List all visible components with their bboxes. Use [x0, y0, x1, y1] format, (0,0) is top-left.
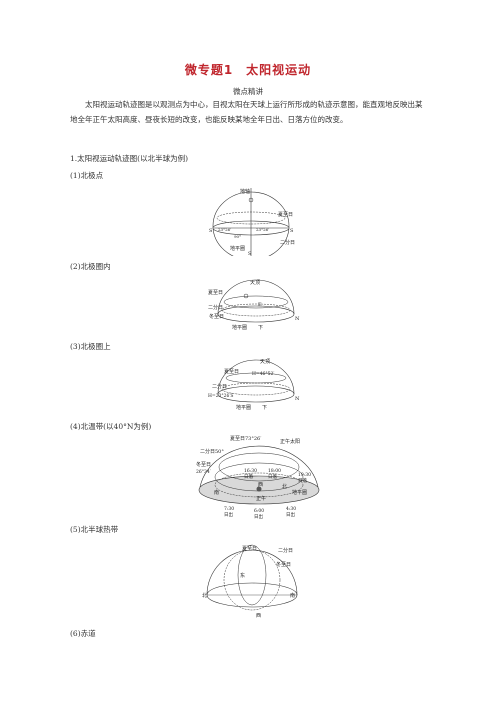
- fig1-ang1: 23°26′: [218, 227, 231, 232]
- fig1-ang2: 23°26′: [256, 227, 269, 232]
- fig5-east: 东: [240, 572, 245, 579]
- fig4-t1-label: 日落: [244, 473, 253, 480]
- fig2-e: E: [258, 302, 262, 308]
- fig2-n: N: [295, 316, 300, 322]
- fig4-summer: 夏至日73°26′: [230, 436, 262, 442]
- fig3-h2: H=23°26′S: [208, 393, 234, 399]
- fig3-summer: 夏至日: [224, 369, 239, 375]
- fig1-right: 90°: [234, 234, 241, 239]
- fig4-t1: 16:30: [244, 468, 257, 474]
- figure-arctic-inside: 天顶 夏至日 二分日 冬至日 地平圈 N E 下: [208, 279, 300, 331]
- fig5-winter: 冬至日: [276, 561, 291, 568]
- fig4-t3-label: 日落: [298, 477, 307, 484]
- fig4-west: 西: [258, 482, 263, 488]
- figure-north-pole: 地轴 夏至日 二分日 23°26′ 23°26′ 90° 地平圈 S S S: [209, 188, 295, 256]
- fig4-b3: 4:30: [286, 506, 296, 512]
- fig3-horizon: 地平圈: [236, 404, 251, 411]
- fig2-summer: 夏至日: [208, 290, 223, 296]
- fig3-n: N: [295, 396, 300, 402]
- fig5-south: 南: [290, 592, 295, 599]
- fig5-west: 西: [256, 613, 261, 619]
- section-equator: (6)赤道: [70, 629, 96, 638]
- fig4-noon: 正午太阳: [280, 438, 300, 445]
- fig4-horizon: 地平圈: [292, 489, 307, 496]
- fig2-equinox: 二分日: [208, 304, 223, 311]
- intro-text: 太阳视运动轨迹图是以观测点为中心，目视太阳在天球上运行所形成的轨迹示意图，能直观…: [70, 100, 423, 124]
- fig4-equinox: 二分日50°: [200, 448, 224, 455]
- fig4-t3: 19:30: [298, 472, 311, 478]
- fig5-equinox: 二分日: [278, 547, 293, 554]
- fig1-equinox: 二分日: [280, 239, 295, 246]
- fig1-s2: S: [290, 228, 294, 234]
- fig2-horizon: 地平圈: [232, 324, 247, 331]
- fig1-horizon: 地平圈: [230, 245, 245, 252]
- fig2-winter: 冬至日: [209, 313, 224, 320]
- fig4-b2-label: 日出: [254, 513, 263, 520]
- fig1-s3: S: [248, 251, 252, 256]
- figure-tropics: 夏至日 二分日 冬至日 东 北 南 西: [202, 544, 298, 619]
- fig4-t2: 18:00: [268, 468, 281, 474]
- fig3-zenith: 天顶: [260, 359, 270, 365]
- fig4-north: 北: [282, 483, 287, 490]
- fig4-winter-ang: 26°34′: [196, 469, 211, 475]
- fig1-summer: 夏至日: [278, 212, 293, 218]
- fig4-b1: 7:30: [224, 506, 234, 512]
- fig4-b1-label: 日出: [224, 511, 233, 518]
- section-arctic-circle: (3)北极圈上: [70, 342, 111, 351]
- section-subtitle: 微点精讲: [233, 87, 263, 96]
- fig1-axis: 地轴: [240, 188, 250, 195]
- section-arctic-inside: (2)北极圈内: [70, 262, 111, 271]
- fig5-summer: 夏至日: [242, 546, 257, 552]
- fig4-t2-label: 日落: [268, 473, 277, 480]
- section-north-pole: (1)北极点: [70, 171, 104, 180]
- figure-temperate: 夏至日73°26′ 正午太阳 二分日50° 冬至日 26°34′ 16:30 日…: [196, 436, 320, 520]
- fig2-down: 下: [258, 325, 263, 331]
- heading-1: 1.太阳视运动轨迹图(以北半球为例): [70, 154, 189, 163]
- fig4-south: 南: [214, 489, 219, 496]
- fig4-b2: 6:00: [254, 508, 264, 514]
- fig4-winter: 冬至日: [196, 461, 211, 468]
- fig1-s1: S: [209, 228, 213, 234]
- fig4-center: 正午: [256, 495, 266, 502]
- fig3-equinox: 二分日: [212, 383, 227, 390]
- section-tropics: (5)北半球热带: [70, 525, 119, 534]
- section-temperate: (4)北温带(以40°N为例): [70, 422, 152, 431]
- intro-paragraph: 太阳视运动轨迹图是以观测点为中心，目视太阳在天球上运行所形成的轨迹示意图，能直观…: [70, 97, 428, 127]
- fig3-h1: H=46°52′: [252, 371, 274, 377]
- fig5-north: 北: [202, 592, 207, 599]
- fig3-down: 下: [262, 405, 267, 411]
- fig2-zenith: 天顶: [250, 280, 260, 286]
- figure-arctic-circle: 天顶 夏至日 H=46°52′ 二分日 H=23°26′S 地平圈 N 下: [208, 359, 300, 411]
- page-title: 微专题1 太阳视运动: [184, 63, 312, 77]
- fig4-b3-label: 日出: [286, 511, 295, 518]
